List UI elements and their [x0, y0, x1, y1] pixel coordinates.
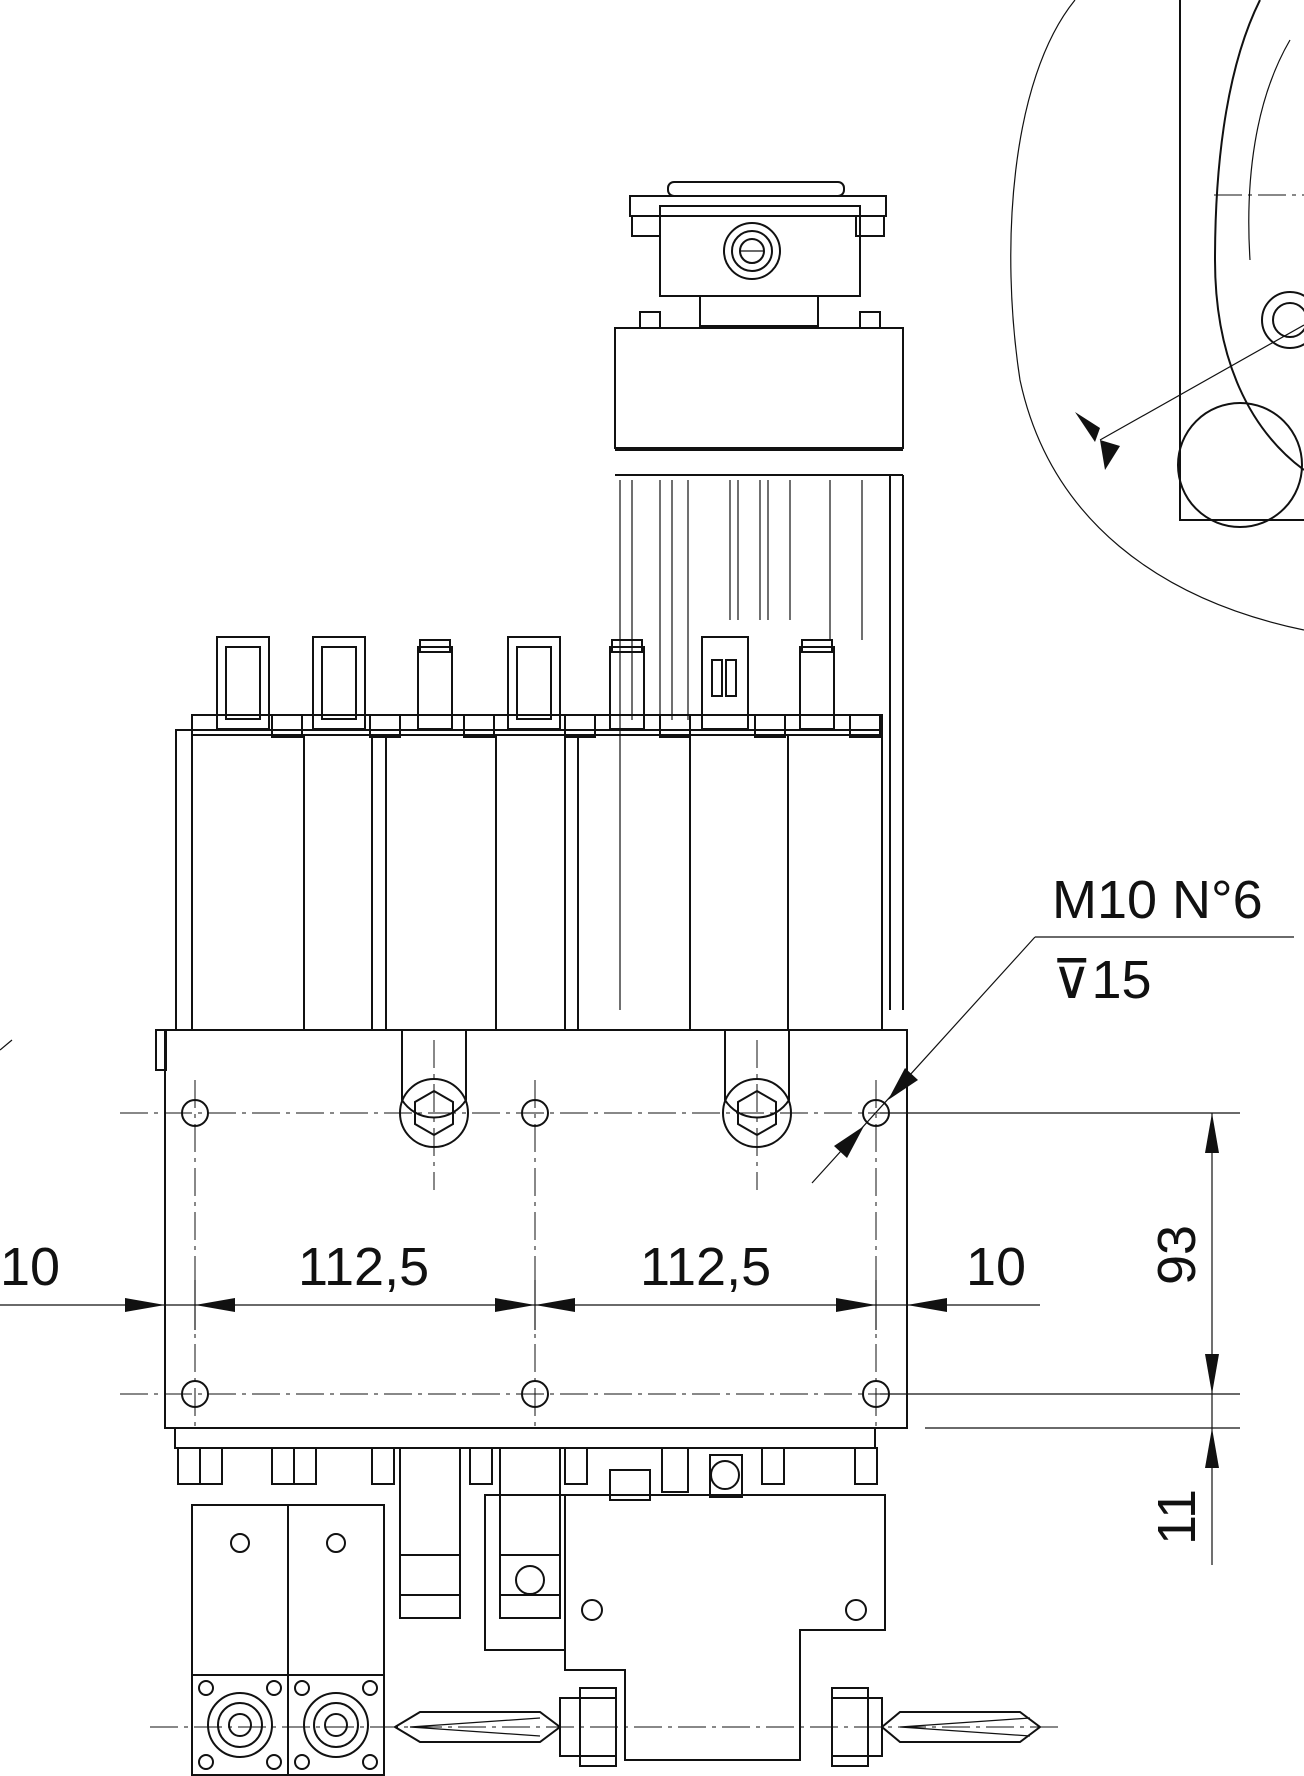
dim-left-edge: 10	[0, 1237, 60, 1297]
horizontal-dimensions: 10 112,5 112,5 10	[0, 1237, 1040, 1330]
dim-pitch-left: 112,5	[298, 1237, 429, 1297]
thread-depth: ⊽15	[1052, 950, 1152, 1010]
thread-spec: M10 N°6	[1052, 870, 1263, 930]
manifold-plate	[120, 1029, 915, 1430]
dim-pitch-right: 112,5	[640, 1237, 771, 1297]
spindle-top-view	[1010, 0, 1304, 631]
lower-assembly	[150, 1427, 1060, 1776]
motor-unit	[614, 181, 904, 1010]
vertical-dimensions: 93 11	[880, 1112, 1240, 1565]
thread-callout: M10 N°6 ⊽15	[811, 870, 1294, 1184]
dim-vertical-spacing: 93	[1147, 1225, 1207, 1285]
dim-right-edge: 10	[966, 1237, 1026, 1297]
valve-block	[175, 714, 883, 1031]
edge-mark	[0, 1039, 13, 1051]
dim-bottom-offset: 11	[1147, 1489, 1207, 1545]
